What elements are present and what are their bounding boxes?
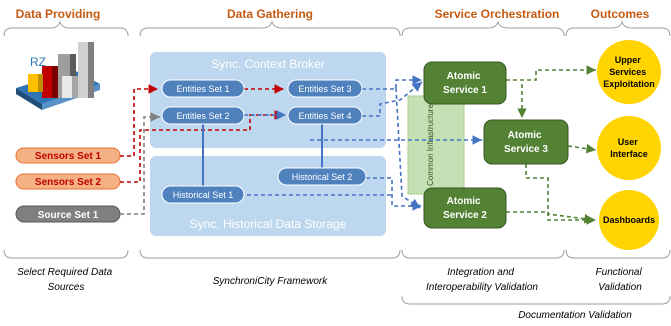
upper-services-circle bbox=[597, 40, 661, 104]
sensor-flows bbox=[120, 84, 284, 215]
atomic-service-2-line1: Atomic bbox=[447, 196, 481, 207]
entities-set-2-label: Entities Set 2 bbox=[176, 111, 229, 121]
entities-set-2-pill bbox=[161, 106, 245, 125]
context-broker-title: Sync. Context Broker bbox=[211, 57, 324, 71]
city-buildings-icon bbox=[16, 42, 100, 110]
historical-set-1-label: Historical Set 1 bbox=[173, 190, 234, 200]
entities-set-3-label: Entities Set 3 bbox=[298, 84, 351, 94]
entities-set-4-pill bbox=[287, 106, 363, 125]
infra-label: Common Infrastructure bbox=[426, 104, 435, 186]
upper-services-line2: Services bbox=[609, 67, 646, 77]
atomic-service-1-line2: Service 1 bbox=[443, 85, 487, 96]
svg-text:Atomic Service 2: Atomic Service 2 bbox=[443, 196, 487, 221]
historical-storage-title: Sync. Historical Data Storage bbox=[190, 217, 347, 231]
historical-set-2-pill bbox=[277, 167, 367, 186]
atomic-service-2-line2: Service 2 bbox=[443, 210, 487, 221]
historical-set-2-label: Historical Set 2 bbox=[292, 172, 353, 182]
dashboards-circle bbox=[599, 190, 659, 250]
svg-text:Atomic Service 1: Atomic Service 1 bbox=[443, 71, 487, 96]
atomic-service-2-box bbox=[423, 187, 507, 229]
atomic-service-3-line1: Atomic bbox=[508, 130, 542, 141]
atomic-service-1-line1: Atomic bbox=[447, 71, 481, 82]
dashboards-label: Dashboards bbox=[603, 215, 655, 225]
footer-integration-line1: Integration and bbox=[447, 267, 514, 278]
footer-integration-line2: Interoperability Validation bbox=[426, 282, 538, 293]
sensors-set-1-label: Sensors Set 1 bbox=[35, 151, 102, 162]
entities-set-1-label: Entities Set 1 bbox=[176, 84, 229, 94]
upper-services-line1: Upper bbox=[615, 55, 642, 65]
footer-select-line2: Sources bbox=[48, 282, 85, 293]
entities-set-4-label: Entities Set 4 bbox=[298, 111, 351, 121]
svg-text:Common Infrastructure: Common Infrastructure bbox=[426, 104, 435, 186]
header-service-orchestration: Service Orchestration bbox=[435, 7, 560, 21]
svg-text:Select Required Data Sourc: Select Required Data Sources bbox=[17, 267, 115, 293]
atomic-service-1-box bbox=[423, 61, 507, 105]
footer-functional-line2: Validation bbox=[598, 282, 642, 293]
svg-text:Functional Validation: Functional Validation bbox=[596, 267, 645, 293]
rz-label: RZ bbox=[30, 55, 46, 69]
footer-framework: SynchroniCity Framework bbox=[213, 276, 328, 287]
header-data-gathering: Data Gathering bbox=[227, 7, 313, 21]
svg-text:Atomic Service 3: Atomic Service 3 bbox=[504, 130, 548, 155]
footer-documentation: Documentation Validation bbox=[518, 310, 632, 321]
historical-set-1-pill bbox=[161, 185, 245, 204]
bottom-braces bbox=[3, 249, 671, 305]
atomic-service-3-box bbox=[483, 119, 569, 165]
svg-text:Integration and Interopera: Integration and Interoperability Validat… bbox=[426, 267, 538, 293]
top-braces bbox=[3, 20, 671, 37]
user-interface-line2: Interface bbox=[610, 149, 648, 159]
user-interface-circle bbox=[597, 116, 661, 180]
header-outcomes: Outcomes bbox=[591, 7, 650, 21]
source-set-1-label: Source Set 1 bbox=[38, 210, 99, 221]
service-flows bbox=[506, 65, 597, 225]
svg-text:User Interface: User Interface bbox=[610, 137, 648, 159]
header-data-providing: Data Providing bbox=[16, 7, 101, 21]
atomic-service-3-line2: Service 3 bbox=[504, 144, 548, 155]
broker-flows bbox=[202, 75, 482, 211]
common-infrastructure-band bbox=[407, 95, 465, 195]
entities-set-1-pill bbox=[161, 79, 245, 98]
upper-services-line3: Exploitation bbox=[603, 79, 655, 89]
sensors-set-2-label: Sensors Set 2 bbox=[35, 177, 102, 188]
entities-set-3-pill bbox=[287, 79, 363, 98]
user-interface-line1: User bbox=[618, 137, 639, 147]
footer-functional-line1: Functional bbox=[596, 267, 643, 278]
footer-select-line1: Select Required Data bbox=[17, 267, 112, 278]
svg-text:Upper Services Exploit: Upper Services Exploitation bbox=[603, 55, 655, 89]
